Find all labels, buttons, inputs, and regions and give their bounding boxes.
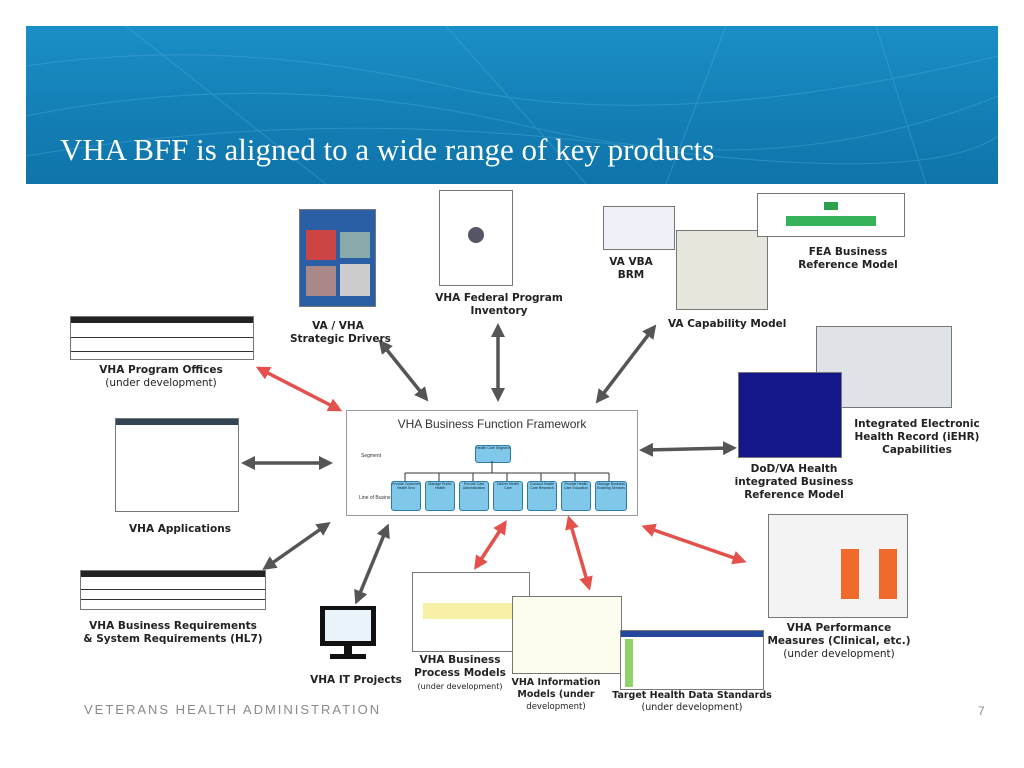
slide-title: VHA BFF is aligned to a wide range of ke… — [60, 132, 715, 167]
program-offices-thumbnail — [70, 316, 254, 360]
org-connectors — [404, 461, 610, 481]
page-number: 7 — [978, 704, 985, 718]
federal-inventory-thumbnail — [439, 190, 513, 286]
applications-label: VHA Applications — [129, 523, 231, 535]
lob-box: Provide Health Care Education — [561, 481, 591, 511]
arrow-it — [354, 523, 390, 605]
lob-box: Manage Business Enabling Services — [595, 481, 627, 511]
data-standards-thumbnail — [620, 630, 764, 690]
arrow-capability — [595, 324, 657, 404]
requirements-thumbnail — [80, 570, 266, 610]
it-projects-label: VHA IT Projects — [310, 674, 402, 686]
lob-box: Deliver Health Care — [493, 481, 523, 511]
process-models-thumbnail — [412, 572, 530, 652]
arrow-offices — [255, 366, 343, 412]
arrow-process — [474, 520, 507, 570]
capability-model-thumbnail — [676, 230, 768, 310]
arrow-performance — [641, 523, 747, 565]
arrow-dod — [639, 441, 737, 457]
title-banner — [26, 26, 998, 184]
vba-brm-thumbnail — [603, 206, 675, 250]
lob-box: Manage Public Health — [425, 481, 455, 511]
dod-va-brm-thumbnail — [738, 372, 842, 458]
banner-pattern — [26, 26, 998, 184]
computer-monitor-icon — [320, 606, 376, 659]
row-label-lob: Line of Business — [359, 495, 396, 501]
framework-title: VHA Business Function Framework — [397, 417, 587, 431]
arrow-requirements — [262, 521, 331, 571]
lob-box: Provide Care Administration — [459, 481, 489, 511]
arrow-strategic — [378, 339, 429, 402]
capability-model-label: VA Capability Model — [668, 318, 787, 330]
information-models-thumbnail — [512, 596, 622, 674]
applications-thumbnail — [115, 418, 239, 512]
row-label-segment: Segment — [361, 453, 382, 459]
segment-box: Health Care Segment — [475, 445, 511, 463]
strategic-drivers-thumbnail — [299, 209, 376, 307]
data-standards-label: Target Health Data Standards(under devel… — [612, 690, 772, 713]
lob-box: Conduct Health Care Research — [527, 481, 557, 511]
requirements-label: VHA Business Requirements& System Requir… — [83, 620, 263, 645]
lob-box: Provide Customer Health Srvc — [391, 481, 421, 511]
business-function-framework: VHA Business Function Framework Segment … — [346, 410, 638, 516]
arrow-information — [565, 515, 593, 591]
footer-organization: VETERANS HEALTH ADMINISTRATION — [84, 702, 382, 717]
performance-measures-thumbnail — [768, 514, 908, 618]
program-offices-label: VHA Program Offices(under development) — [99, 364, 223, 389]
fea-brm-thumbnail — [757, 193, 905, 237]
